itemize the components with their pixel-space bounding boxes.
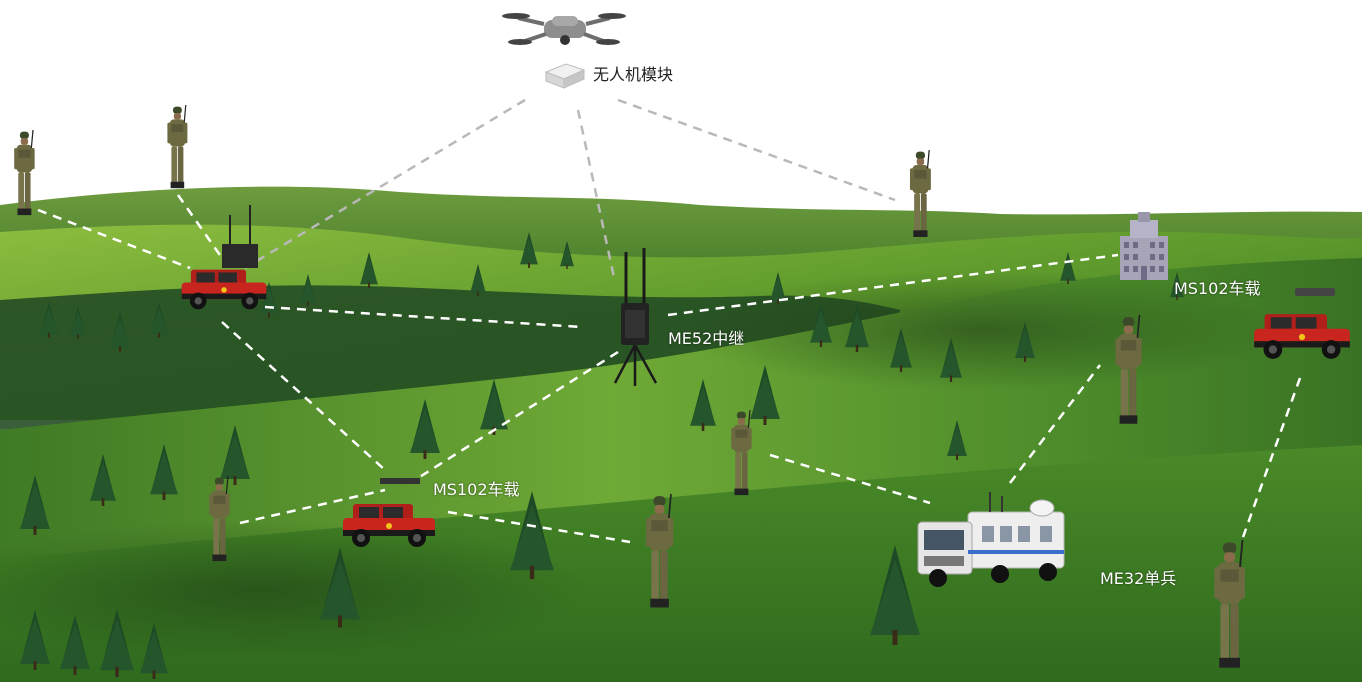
quadcopter-drone-icon bbox=[502, 13, 626, 45]
link-vehicle-left-vehicle-bottom bbox=[221, 321, 386, 471]
cloud-shadow bbox=[0, 520, 590, 660]
link-relay-vehicle-bottom bbox=[417, 350, 619, 480]
sky-links bbox=[244, 98, 896, 283]
vehicle-left-label: MS102车载 bbox=[433, 480, 520, 499]
link-drone-relay bbox=[576, 109, 617, 283]
link-soldier-truck bbox=[769, 453, 931, 505]
drone-module-label: 无人机模块 bbox=[593, 65, 674, 84]
drone-module-box-icon bbox=[544, 63, 586, 89]
link-vehicle-right-soldier bbox=[1240, 377, 1302, 541]
vehicle-left-icon bbox=[181, 205, 267, 310]
ground-links bbox=[37, 194, 1302, 544]
vehicle-right-icon bbox=[1254, 288, 1350, 359]
link-drone-vehicle-left bbox=[244, 98, 526, 270]
link-vehicle-relay bbox=[264, 305, 583, 329]
building-icon bbox=[1120, 212, 1168, 280]
link-truck-soldier-right bbox=[1009, 364, 1101, 484]
link-relay-building bbox=[667, 253, 1119, 317]
relay-label: ME52中继 bbox=[668, 329, 745, 348]
soldier-label: ME32单兵 bbox=[1100, 569, 1177, 588]
link-soldier-top-vehicle bbox=[176, 194, 224, 259]
link-soldier-left-vehicle-bottom bbox=[239, 488, 386, 525]
command-truck-icon bbox=[917, 492, 1065, 587]
relay-tripod-icon bbox=[613, 248, 658, 386]
link-drone-soldier bbox=[617, 98, 896, 202]
vehicle-bottom-icon bbox=[343, 478, 435, 547]
link-soldier-topleft-vehicle bbox=[37, 208, 191, 270]
vehicle-right-label: MS102车载 bbox=[1174, 279, 1261, 298]
